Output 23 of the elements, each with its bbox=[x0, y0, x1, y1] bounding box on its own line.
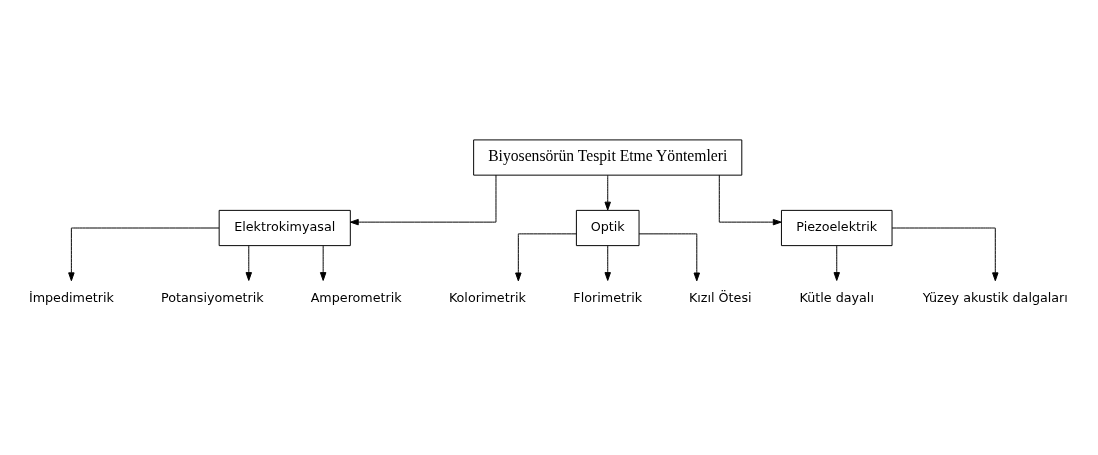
arrow bbox=[68, 227, 220, 281]
node-text: Kızıl Ötesi bbox=[688, 289, 752, 305]
arrow bbox=[833, 244, 840, 281]
node-text: Kolorimetrik bbox=[448, 289, 526, 305]
arrow bbox=[245, 244, 252, 281]
arrow bbox=[349, 174, 497, 225]
node-box: Optik bbox=[575, 209, 640, 246]
node-box: Biyosensörün Tespit Etme Yöntemleri bbox=[473, 138, 743, 176]
arrow bbox=[891, 227, 999, 281]
arrow bbox=[319, 244, 327, 281]
arrow bbox=[604, 174, 611, 210]
arrow bbox=[604, 244, 611, 281]
node-box: Elektrokimyasal bbox=[218, 209, 351, 246]
node-text: Amperometrik bbox=[310, 289, 402, 305]
node-text: Yüzey akustik dalgaları bbox=[922, 289, 1068, 305]
node-text: Potansiyometrik bbox=[161, 289, 264, 305]
arrow bbox=[515, 232, 577, 281]
node-box: Piezoelektrik bbox=[780, 209, 893, 246]
node-text: İmpedimetrik bbox=[28, 289, 114, 305]
arrow bbox=[718, 174, 782, 225]
node-text: Florimetrik bbox=[573, 289, 643, 305]
arrow bbox=[638, 232, 700, 281]
node-text: Kütle dayalı bbox=[799, 289, 874, 305]
